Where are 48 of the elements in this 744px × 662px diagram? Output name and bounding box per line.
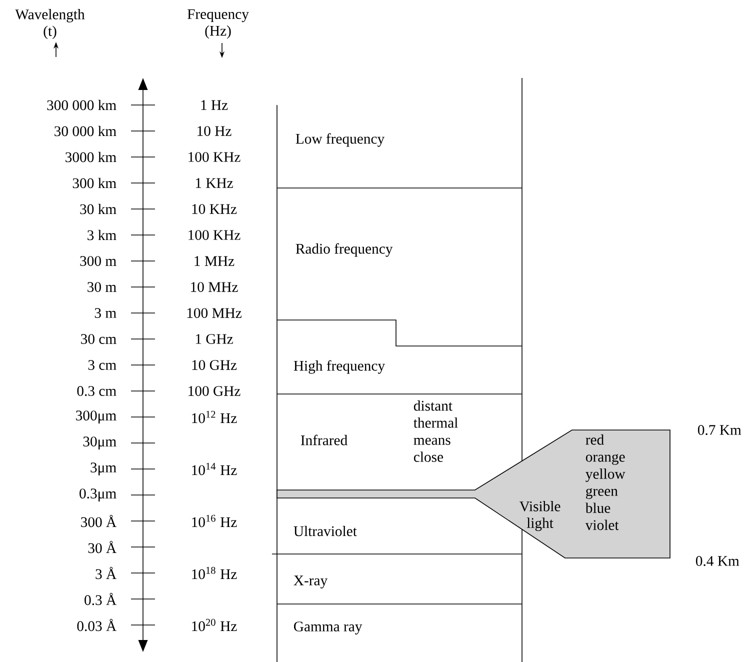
wavelength-label: 3μm [90,462,116,476]
axis-title: Wavelength (t) [15,9,85,39]
frequency-label: 100 KHz [188,152,240,162]
frequency-label: 10$^{18}$ Hz [192,566,237,580]
band-label: High frequency [294,360,385,374]
band-label: Gamma ray [294,622,362,634]
wavelength-label: 300 000 km [47,100,116,110]
wavelength-label: 3 km [88,230,116,240]
wavelength-label: 300 Å [81,514,116,528]
wavelength-label: 300 m [80,256,116,266]
wavelength-label: 30 m [88,282,116,292]
frequency-label: 10 GHz [192,360,237,370]
wavelength-label: 0.3μm [80,488,116,502]
frequency-label: 1 GHz [196,334,233,344]
wavelength-label: 30μm [83,436,116,450]
band-label: Radio frequency [296,243,393,257]
frequency-label: 10 KHz [192,204,237,214]
wavelength-label: 300μm [76,410,116,424]
wavelength-label: 30 km [80,204,116,214]
wavelength-label: 3 Å [96,566,116,580]
band-label: Ultraviolet [294,526,357,536]
wavelength-label: 30 Å [88,540,116,554]
band-label: X-ray [294,576,328,588]
frequency-label: 10 MHz [191,282,238,292]
wavelength-label: 0.4 Km [696,556,740,566]
frequency-label: 100 GHz [188,386,240,396]
wavelength-label: 3000 km [66,152,116,162]
frequency-label: 10$^{20}$ Hz [192,618,237,632]
frequency-label: 100 KHz [188,230,240,240]
wavelength-label: 300 km [72,178,116,188]
frequency-label: 1 MHz [194,256,234,266]
wavelength-label: 3 m [94,308,116,318]
frequency-label: 10$^{14}$ Hz [192,462,237,476]
axis-title: Frequency (Hz) [187,9,249,39]
wavelength-label: 0.03 Å [77,618,116,632]
wavelength-label: 30 000 km [54,126,116,136]
frequency-label: 10$^{16}$ Hz [192,514,237,528]
band-label: Low frequency [296,133,385,147]
frequency-label: 1 Hz [201,100,228,110]
wavelength-label: 0.3 cm [77,386,116,396]
frequency-label: 10 Hz [198,126,232,136]
wavelength-label: 30 cm [81,334,116,344]
frequency-label: 10$^{12}$ Hz [192,410,237,424]
wavelength-label: 3 cm [88,360,116,370]
frequency-label: 1 KHz [196,178,233,188]
frequency-label: 100 MHz [187,308,242,318]
wavelength-label: 0.3 Å [84,592,116,606]
wavelength-label: 0.7 Km [698,425,742,435]
